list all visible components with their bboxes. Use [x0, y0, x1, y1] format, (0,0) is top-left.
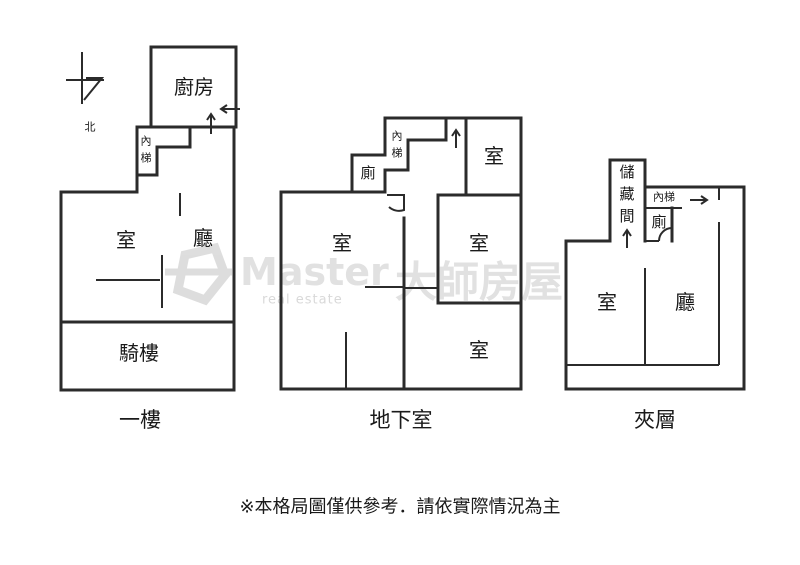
m-storage-label-3: 間: [619, 207, 634, 225]
disclaimer-note: ※本格局圖僅供參考．請依實際情況為主: [239, 497, 560, 518]
b-stairs-label-2: 梯: [392, 147, 403, 160]
watermark-brand: Master: [240, 250, 389, 294]
m-toilet-label: 廁: [651, 213, 666, 231]
north-arrow-icon: [66, 52, 105, 104]
m-stairs-label: 內梯: [653, 191, 675, 204]
watermark: Master real estate 大師房屋: [165, 242, 563, 308]
f1-arcade-label: 騎樓: [119, 341, 159, 365]
basement-plan: [279, 116, 523, 391]
basement-stair-arrow-icon: [451, 128, 461, 148]
b-room-top-right-label: 室: [484, 144, 504, 168]
f1-room-label: 室: [116, 228, 136, 252]
m-floor-label: 夾層: [634, 408, 676, 432]
f1-stairs-label-1: 內: [141, 135, 152, 148]
b-toilet-label: 廁: [360, 164, 375, 182]
f1-stairs-label-2: 梯: [141, 152, 152, 165]
m-hall-label: 廳: [675, 290, 695, 314]
mezzanine-plan: [564, 158, 746, 391]
m-storage-label-1: 儲: [619, 163, 634, 181]
mezzanine-stair-arrow-icon: [622, 195, 709, 248]
watermark-chinese: 大師房屋: [395, 258, 563, 307]
b-room-mid-right-label: 室: [469, 231, 489, 255]
m-storage-label-2: 藏: [619, 185, 634, 203]
m-room-label: 室: [597, 290, 617, 314]
entry-arrow-icon: [206, 104, 240, 134]
b-room-bottom-right-label: 室: [469, 338, 489, 362]
b-stairs-label-1: 內: [392, 130, 403, 143]
watermark-logo-icon: [165, 242, 232, 306]
floor-1-plan: [59, 45, 240, 392]
b-floor-label: 地下室: [370, 408, 433, 432]
f1-hall-label: 廳: [193, 226, 213, 250]
f1-kitchen-label: 廚房: [174, 75, 214, 99]
watermark-sub: real estate: [262, 293, 343, 308]
f1-floor-label: 一樓: [119, 408, 161, 432]
b-room-left-label: 室: [332, 231, 352, 255]
north-label: 北: [85, 121, 96, 134]
